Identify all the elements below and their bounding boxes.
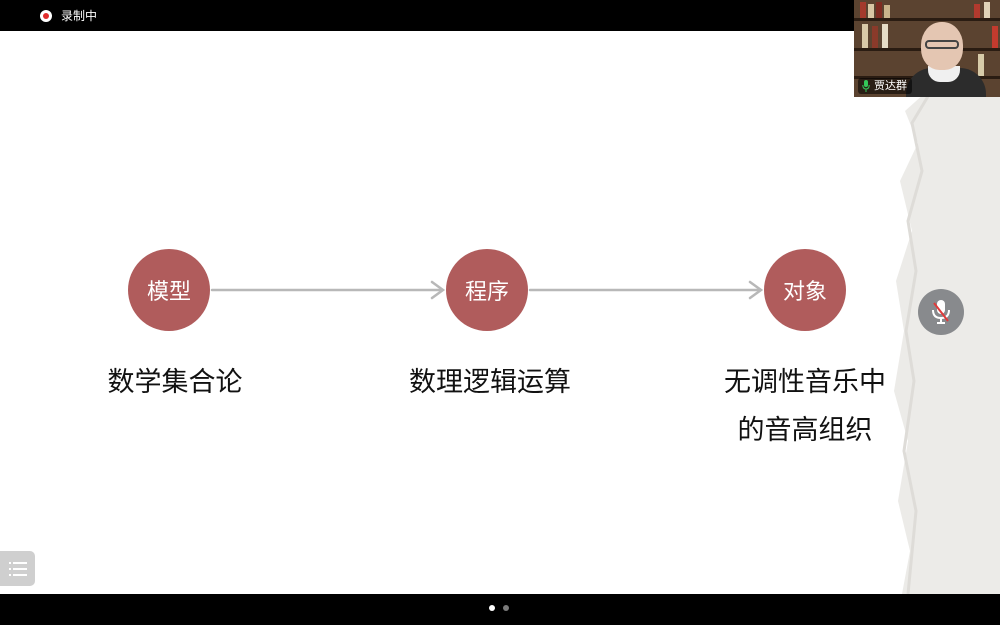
caption-object-line2: 的音高组织 xyxy=(737,415,873,446)
book-decoration xyxy=(860,2,866,18)
node-program: 程序 xyxy=(446,249,528,331)
list-icon xyxy=(8,561,27,576)
caption-model: 数学集合论 xyxy=(107,367,243,398)
list-button[interactable] xyxy=(0,551,35,586)
caption-object-line1: 无调性音乐中 xyxy=(724,367,886,398)
flow-arrows xyxy=(210,280,764,300)
microphone-icon xyxy=(932,300,950,324)
caption-object: 无调性音乐中 的音高组织 xyxy=(712,359,898,455)
recording-indicator: 录制中 xyxy=(40,9,97,23)
person-glasses xyxy=(925,40,959,49)
book-decoration xyxy=(872,26,878,48)
participant-name: 贾达群 xyxy=(874,79,907,92)
book-decoration xyxy=(884,5,890,18)
book-decoration xyxy=(992,26,998,48)
recording-label: 录制中 xyxy=(61,9,98,23)
slide: 模型 程序 对象 数学集合论 数理逻辑运算 无调性音乐中 的音高组织 xyxy=(0,31,1000,594)
book-decoration xyxy=(882,24,888,48)
page-indicator xyxy=(489,605,509,611)
person-collar xyxy=(928,66,960,82)
participant-video[interactable]: 贾达群 xyxy=(854,0,1000,97)
node-object: 对象 xyxy=(764,249,846,331)
node-model-label: 模型 xyxy=(146,280,191,305)
paper-edge-decoration xyxy=(894,92,1000,594)
book-decoration xyxy=(876,2,882,18)
bottom-bar xyxy=(0,594,1000,625)
microphone-active-icon xyxy=(862,80,870,92)
caption-program: 数理逻辑运算 xyxy=(409,367,571,398)
node-object-label: 对象 xyxy=(782,280,827,305)
book-decoration xyxy=(868,4,874,18)
bookshelf-decoration xyxy=(854,18,1000,21)
record-icon xyxy=(40,10,52,22)
mic-button[interactable] xyxy=(918,289,964,335)
page-dot-1[interactable] xyxy=(489,605,495,611)
book-decoration xyxy=(984,2,990,18)
book-decoration xyxy=(862,24,868,48)
book-decoration xyxy=(978,54,984,76)
book-decoration xyxy=(974,4,980,18)
participant-name-tag: 贾达群 xyxy=(858,78,912,94)
node-model: 模型 xyxy=(128,249,210,331)
node-program-label: 程序 xyxy=(464,280,509,305)
top-bar: 录制中 xyxy=(0,0,1000,31)
page-dot-2[interactable] xyxy=(503,605,509,611)
